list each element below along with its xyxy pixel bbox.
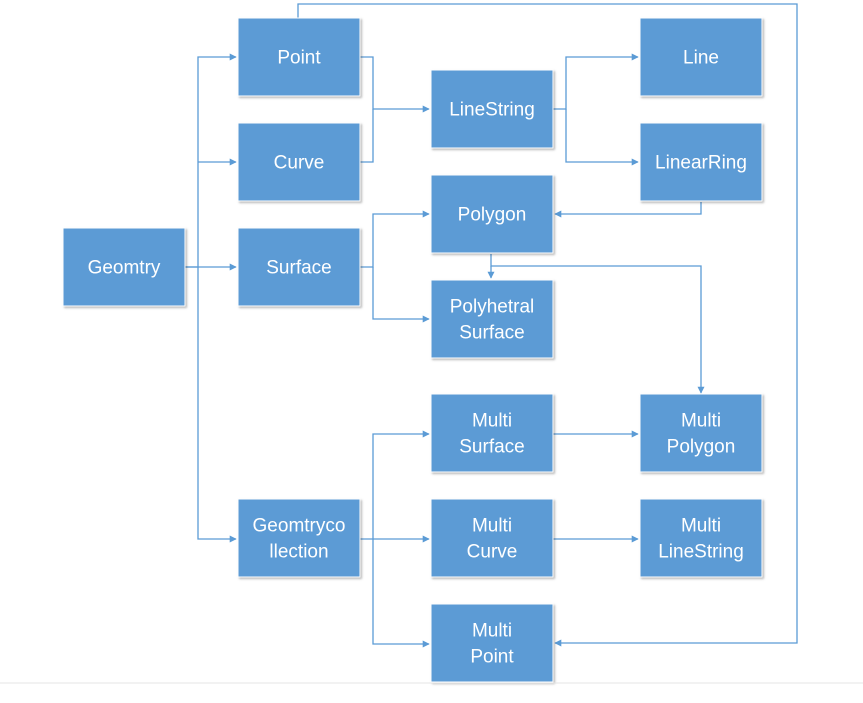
linestring-label-line-1: LineString — [449, 100, 535, 121]
linestring-box — [430, 69, 554, 149]
node-polygon: Polygon — [430, 174, 554, 254]
edge-linestring-linearring — [565, 109, 639, 166]
polyhetralsurface-label-line-1: Polyhetral — [450, 297, 535, 318]
edge-polygon-multipolygon — [490, 254, 705, 394]
curve-label-line-1: Curve — [274, 153, 325, 174]
edge-surface-polyhetralsurface — [372, 267, 430, 323]
linearring-label-line-1: LinearRing — [655, 153, 747, 174]
multilinestring-label-line-2: LineString — [658, 542, 744, 563]
multipolygon-label-line-1: Multi — [681, 411, 721, 432]
edge-point-multipoint — [297, 3, 798, 647]
nodes: Geomtry Point Curve Surface Geomtryco lle… — [62, 17, 763, 683]
connectors — [185, 3, 798, 648]
polyhetralsurface-box — [430, 279, 554, 359]
edge-linearring-polygon — [554, 202, 702, 218]
node-surface: Surface — [237, 227, 361, 307]
curve-box — [237, 122, 361, 202]
geomtrycollection-box — [237, 498, 361, 578]
geomtrycollection-label-line-1: Geomtryco — [253, 516, 346, 537]
node-linearring: LinearRing — [639, 122, 763, 202]
multipoint-box — [430, 603, 554, 683]
edge-surface-polygon — [360, 210, 430, 268]
multisurface-label-line-2: Surface — [459, 437, 524, 458]
multicurve-box — [430, 498, 554, 578]
edge-geomtry-geomtrycollection — [197, 267, 237, 543]
node-geomtry: Geomtry — [62, 227, 186, 307]
multisurface-label-line-1: Multi — [472, 411, 512, 432]
multicurve-label-line-2: Curve — [467, 542, 518, 563]
node-geomtrycollection: Geomtryco llection — [237, 498, 361, 578]
polygon-label-line-1: Polygon — [458, 205, 527, 226]
node-point: Point — [237, 17, 361, 97]
multipolygon-label-line-2: Polygon — [667, 437, 736, 458]
point-box — [237, 17, 361, 97]
polyhetralsurface-label-line-2: Surface — [459, 323, 524, 344]
line-label-line-1: Line — [683, 48, 719, 69]
geomtry-box — [62, 227, 186, 307]
edge-geomtrycollection-multipoint — [372, 539, 430, 648]
geomtrycollection-label-line-2: llection — [269, 542, 328, 563]
linearring-box — [639, 122, 763, 202]
polygon-box — [430, 174, 554, 254]
edge-curve-linestring — [360, 109, 374, 163]
edge-point-linestring — [360, 56, 430, 113]
node-line: Line — [639, 17, 763, 97]
multicurve-label-line-1: Multi — [472, 516, 512, 537]
multisurface-box — [430, 393, 554, 473]
multipoint-label-line-2: Point — [470, 647, 514, 668]
multipoint-label-line-1: Multi — [472, 621, 512, 642]
multilinestring-label-line-1: Multi — [681, 516, 721, 537]
multipolygon-box — [639, 393, 763, 473]
surface-label-line-1: Surface — [266, 258, 331, 279]
edge-geomtrycollection-multisurface — [360, 430, 430, 540]
node-curve: Curve — [237, 122, 361, 202]
geomtry-label-line-1: Geomtry — [88, 258, 161, 279]
point-label-line-1: Point — [277, 48, 321, 69]
edge-linestring-line — [553, 53, 639, 110]
surface-box — [237, 227, 361, 307]
multilinestring-box — [639, 498, 763, 578]
node-linestring: LineString — [430, 69, 554, 149]
line-box — [639, 17, 763, 97]
